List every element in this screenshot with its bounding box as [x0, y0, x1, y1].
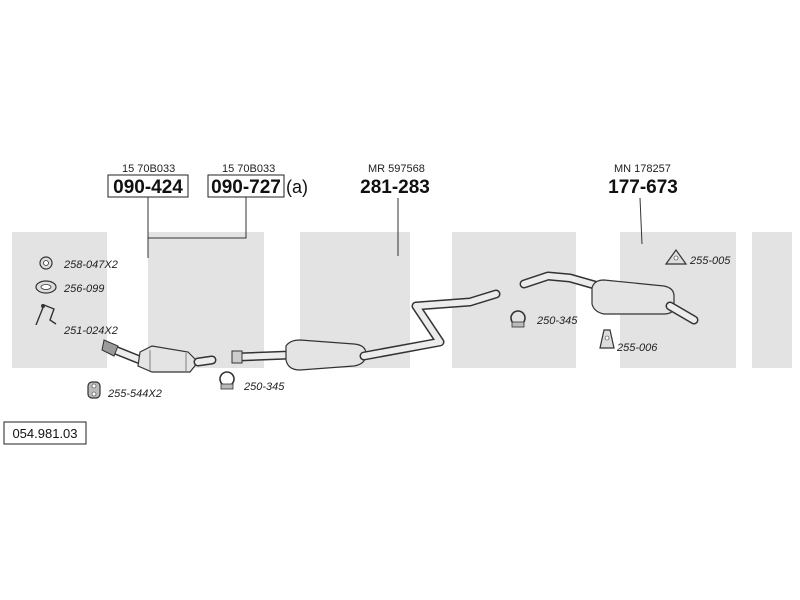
spring-bolt-icon — [35, 304, 57, 326]
reference-090-727[interactable]: 15 70B033 090-727 (a) — [207, 163, 308, 198]
reference-177-673[interactable]: MN 178257 177-673 — [608, 163, 678, 198]
part-number: 090-424 — [113, 177, 183, 198]
nut-icon — [39, 256, 53, 270]
accessory-250-345-rear[interactable]: 250-345 — [510, 310, 578, 328]
middle-silencer-281-283[interactable] — [231, 289, 501, 371]
svg-text:250-345: 250-345 — [243, 381, 285, 393]
reference-090-424[interactable]: 15 70B033 090-424 — [107, 163, 189, 198]
rear-silencer-177-673[interactable] — [519, 271, 699, 325]
diagram-code-box: 054.981.03 — [3, 421, 87, 445]
part-number: 281-283 — [360, 177, 430, 198]
reference-281-283[interactable]: MR 597568 281-283 — [360, 163, 430, 198]
rubber-hanger-icon — [599, 329, 615, 349]
oe-number: 15 70B033 — [222, 163, 275, 175]
oe-number: 15 70B033 — [122, 163, 175, 175]
svg-text:255-005: 255-005 — [689, 255, 731, 267]
accessory-255-544[interactable]: 255-544X2 — [87, 381, 162, 400]
svg-text:256-099: 256-099 — [63, 283, 104, 295]
oe-number: MN 178257 — [614, 163, 671, 175]
part-number: 090-727 — [211, 177, 281, 198]
svg-text:255-544X2: 255-544X2 — [107, 388, 162, 400]
svg-text:258-047X2: 258-047X2 — [63, 259, 118, 271]
part-suffix: (a) — [286, 177, 308, 197]
accessory-255-006[interactable]: 255-006 — [599, 329, 658, 354]
part-number: 177-673 — [608, 177, 678, 198]
gasket-ring-icon — [35, 280, 57, 294]
accessory-250-345-front[interactable]: 250-345 — [219, 371, 285, 393]
rubber-hanger-icon — [664, 248, 688, 265]
accessory-256-099[interactable]: 256-099 — [35, 280, 104, 295]
accessory-255-005[interactable]: 255-005 — [664, 248, 731, 267]
oe-number: MR 597568 — [368, 163, 425, 175]
accessory-251-024[interactable]: 251-024X2 — [35, 304, 118, 337]
clamp-icon — [510, 310, 526, 328]
clamp-icon — [219, 371, 235, 390]
svg-text:250-345: 250-345 — [536, 315, 578, 327]
rubber-mount-icon — [87, 381, 101, 399]
accessory-258-047[interactable]: 258-047X2 — [39, 256, 118, 271]
svg-text:255-006: 255-006 — [616, 342, 658, 354]
front-pipe-catalyst[interactable] — [101, 339, 217, 373]
svg-text:251-024X2: 251-024X2 — [63, 325, 118, 337]
diagram-code: 054.981.03 — [12, 426, 77, 441]
